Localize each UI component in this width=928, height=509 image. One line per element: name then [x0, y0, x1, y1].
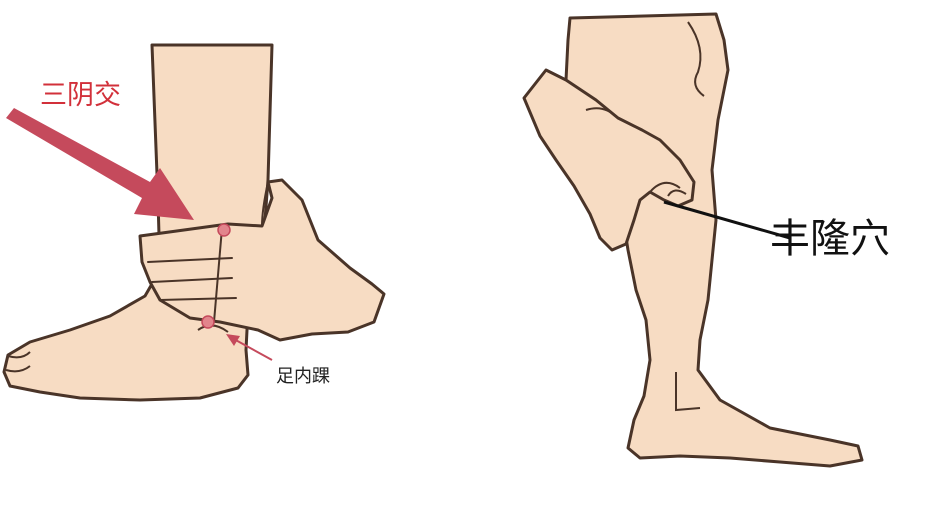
ankle-pointer-arrow [231, 337, 273, 361]
sanyinjiao-point-marker [217, 223, 231, 237]
ankle-arrow-head [226, 334, 240, 346]
inner-ankle-label: 足内踝 [276, 366, 330, 387]
fenglong-label: 丰隆穴 [770, 216, 890, 262]
pointer-arrow [6, 108, 194, 220]
left-hand [138, 178, 386, 342]
finger-tips [585, 107, 687, 197]
toe-lines [5, 351, 31, 373]
thumb-crease [261, 181, 269, 227]
ankle-point-marker [201, 315, 215, 329]
ankle-detail [675, 372, 701, 412]
left-figure: 三阴交 足内踝 [2, 43, 386, 402]
measure-line [213, 227, 223, 323]
fenglong-pointer-line [663, 200, 791, 240]
sanyinjiao-label: 三阴交 [40, 80, 121, 111]
right-figure: 丰隆穴 [522, 12, 890, 468]
knee-crease [687, 21, 705, 97]
